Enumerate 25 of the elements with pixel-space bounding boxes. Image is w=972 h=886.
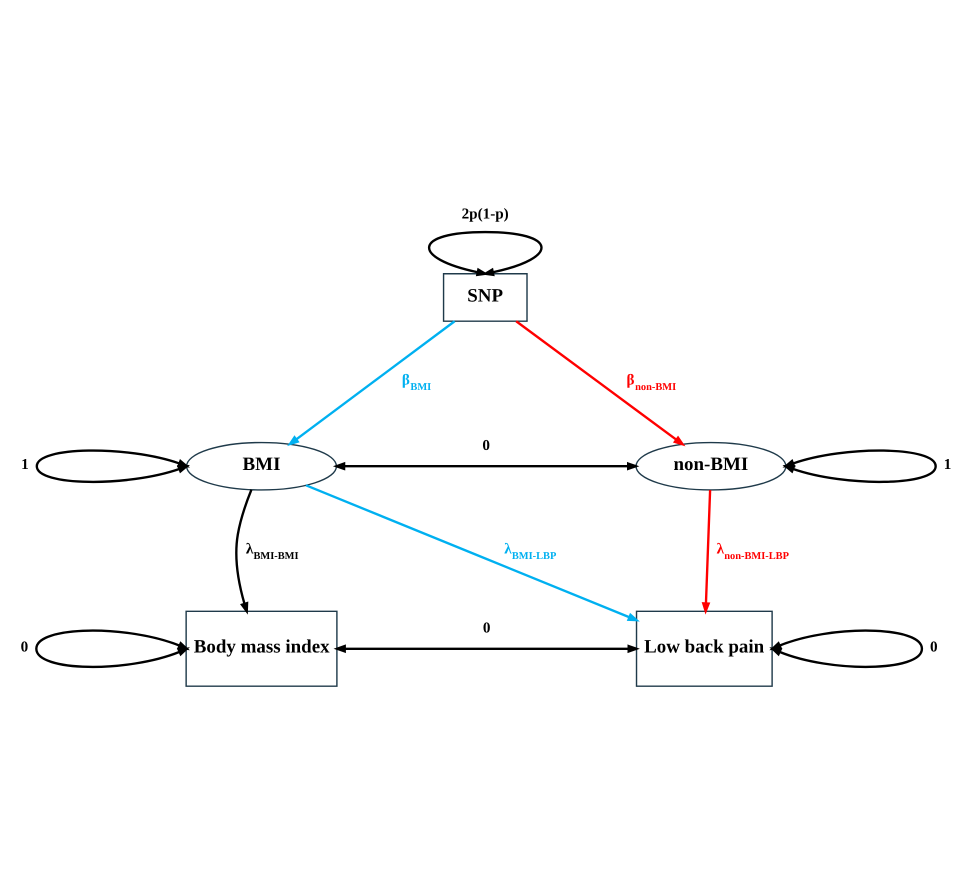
- edge-label: 0: [20, 638, 28, 656]
- edge-label: β$_{BMI}$: [402, 371, 432, 393]
- arrow: [235, 489, 253, 615]
- edge-label: λ$_{non-BMI-LBP}$: [716, 540, 789, 562]
- edge-label: 2p(1-p): [462, 206, 509, 223]
- arrow: [428, 230, 542, 276]
- arrow: [334, 644, 640, 654]
- node-box: Body mass index: [185, 610, 338, 687]
- arrow: [702, 490, 712, 615]
- edge-label: 1: [21, 456, 29, 473]
- edge-label: 0: [482, 436, 490, 454]
- arrow: [287, 320, 456, 446]
- edge-label: β$_{non-BMI}$: [626, 371, 676, 393]
- node-box: Low back pain: [636, 610, 773, 687]
- edge-label: 1: [944, 456, 952, 473]
- arrow: [515, 320, 686, 446]
- edge-label: 0: [930, 638, 938, 656]
- node-ellipse: BMI: [186, 442, 338, 491]
- arrow: [306, 484, 640, 622]
- arrow: [332, 462, 640, 471]
- edge-label: λ$_{BMI-BMI}$: [246, 540, 299, 562]
- edge-label: 0: [482, 619, 490, 636]
- node-box: SNP: [442, 273, 528, 322]
- edge-label: λ$_{BMI-LBP}$: [504, 540, 556, 562]
- node-ellipse: non-BMI: [635, 442, 787, 491]
